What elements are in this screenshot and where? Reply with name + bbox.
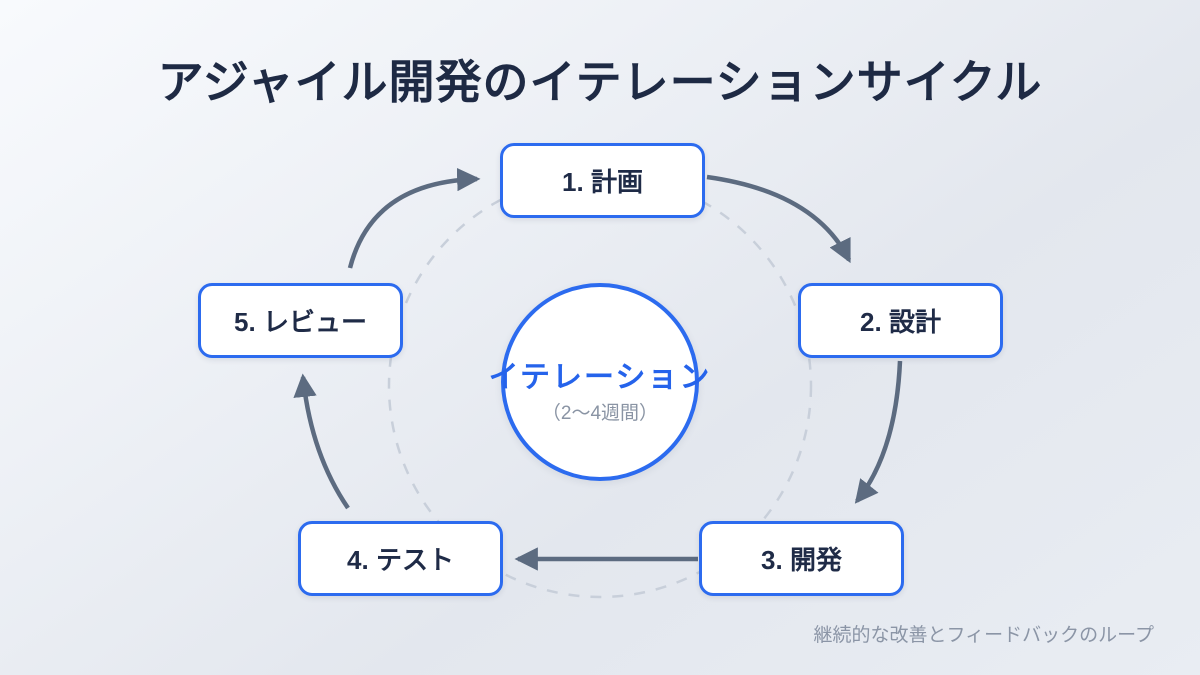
arrow-design-to-dev-icon	[854, 360, 903, 504]
step-label-test: 4. テスト	[347, 545, 454, 575]
arrow-test-to-review-icon	[293, 373, 350, 510]
step-box-plan: 1. 計画	[500, 143, 705, 218]
arrow-plan-to-design-icon	[706, 174, 852, 264]
step-box-test: 4. テスト	[298, 521, 503, 596]
step-label-development: 3. 開発	[761, 545, 842, 575]
step-box-design: 2. 設計	[798, 283, 1003, 358]
step-label-design: 2. 設計	[860, 307, 941, 337]
step-box-development: 3. 開発	[699, 521, 904, 596]
iteration-label: イテレーション	[488, 361, 712, 394]
step-label-review: 5. レビュー	[234, 307, 367, 337]
footer-caption: 継続的な改善とフィードバックのループ	[813, 625, 1154, 646]
iteration-circle	[501, 283, 699, 481]
arrow-review-to-plan-icon	[347, 167, 481, 269]
iteration-duration-label: （2〜4週間）	[541, 403, 659, 424]
step-label-plan: 1. 計画	[562, 167, 643, 197]
step-box-review: 5. レビュー	[198, 283, 403, 358]
diagram-title: アジャイル開発のイテレーションサイクル	[157, 56, 1043, 108]
